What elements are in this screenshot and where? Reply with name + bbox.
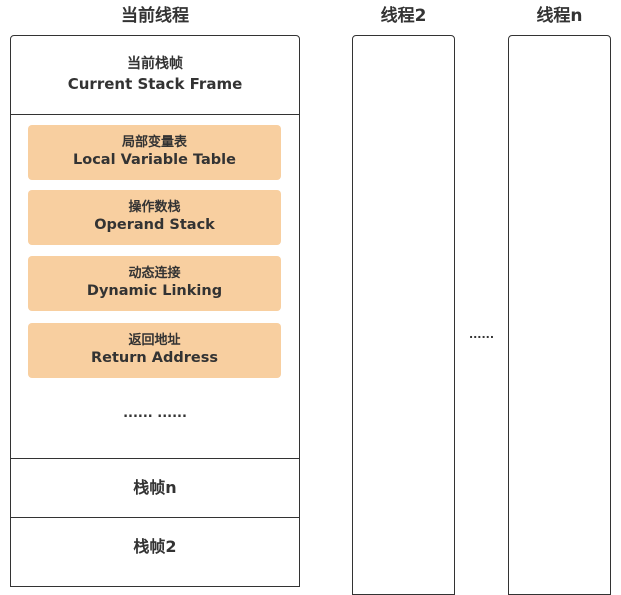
thread-n-column [508,35,611,595]
current-frame-body [10,114,300,459]
current-thread-title: 当前线程 [121,6,189,26]
slot-label-en: Local Variable Table [73,152,236,168]
thread-2-title: 线程2 [380,6,427,26]
dynamic-linking-slot: 动态连接 Dynamic Linking [28,256,281,311]
slot-label-en: Dynamic Linking [86,283,223,299]
current-stack-frame: 当前栈帧 Current Stack Frame [10,35,300,115]
thread-2-column [352,35,455,595]
local-variable-table-slot: 局部变量表 Local Variable Table [28,125,281,180]
threads-ellipsis: ...... [468,328,495,341]
slot-label-zh: 动态连接 [128,266,181,281]
slot-ellipsis: ...... ...... [123,406,187,421]
thread-n-title: 线程n [536,6,583,26]
slot-label-zh: 返回地址 [128,333,181,348]
slot-label-en: Return Address [90,350,218,366]
return-address-slot: 返回地址 Return Address [28,323,281,378]
current-stack-frame-zh: 当前栈帧 [127,56,183,72]
stack-frame-n: 栈帧n [10,458,300,518]
slot-label-zh: 操作数栈 [128,200,181,215]
slot-label-zh: 局部变量表 [121,135,187,150]
slot-label-en: Operand Stack [94,217,215,233]
operand-stack-slot: 操作数栈 Operand Stack [28,190,281,245]
current-stack-frame-en: Current Stack Frame [67,75,243,93]
